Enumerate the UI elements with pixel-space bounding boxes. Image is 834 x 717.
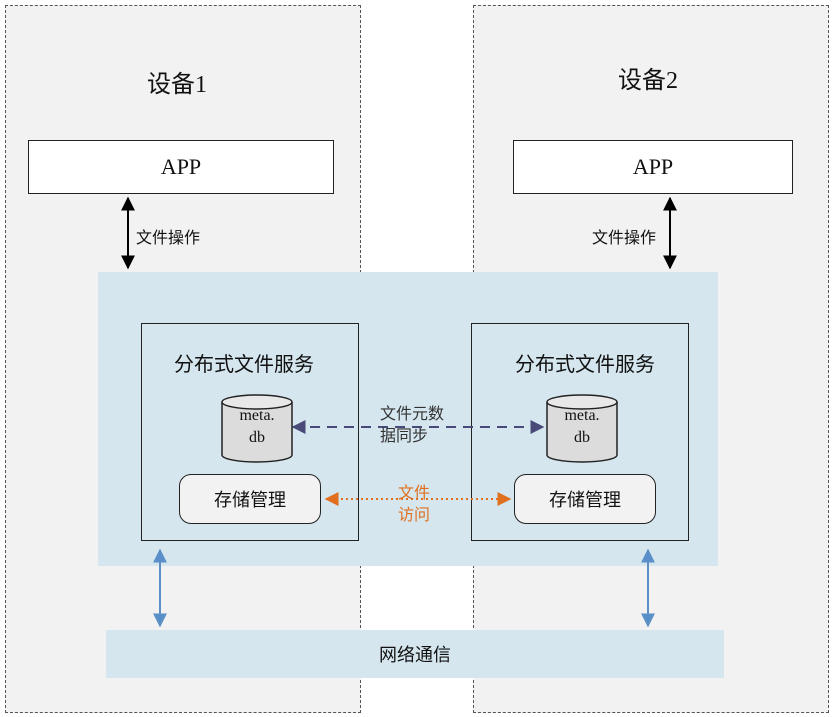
metadata-sync-label-line2: 据同步 xyxy=(380,426,429,445)
device-2-storage-management: 存储管理 xyxy=(514,474,656,524)
device-1-db-label-line1: meta. xyxy=(239,407,275,424)
device-2-db-label-line1: meta. xyxy=(564,407,600,424)
device-1-db-label-line2: db xyxy=(249,429,265,446)
device-1-metadb-icon xyxy=(221,394,293,463)
device-2-app-box: APP xyxy=(513,140,793,194)
device-1-file-op-label: 文件操作 xyxy=(136,228,201,247)
device-1-app-box: APP xyxy=(28,140,334,194)
device-1-service-title: 分布式文件服务 xyxy=(174,354,314,376)
device-1-title: 设备1 xyxy=(147,72,207,98)
file-access-label-line2: 访问 xyxy=(398,505,431,524)
file-access-label-line1: 文件 xyxy=(398,483,431,502)
device-2-file-op-label: 文件操作 xyxy=(592,228,657,247)
file-access-label: 文件 访问 xyxy=(398,482,430,526)
device-1-db-label: meta. db xyxy=(222,405,292,449)
device-2-db-label-line2: db xyxy=(574,429,590,446)
metadata-sync-label: 文件元数 据同步 xyxy=(380,403,444,447)
device-2-db-label: meta. db xyxy=(547,405,617,449)
device-2-title: 设备2 xyxy=(618,68,678,94)
network-communication: 网络通信 xyxy=(106,630,724,678)
device-2-service-title: 分布式文件服务 xyxy=(515,354,655,376)
device-2-metadb-icon xyxy=(546,394,618,463)
device-1-storage-management: 存储管理 xyxy=(179,474,321,524)
metadata-sync-label-line1: 文件元数 xyxy=(380,404,445,423)
